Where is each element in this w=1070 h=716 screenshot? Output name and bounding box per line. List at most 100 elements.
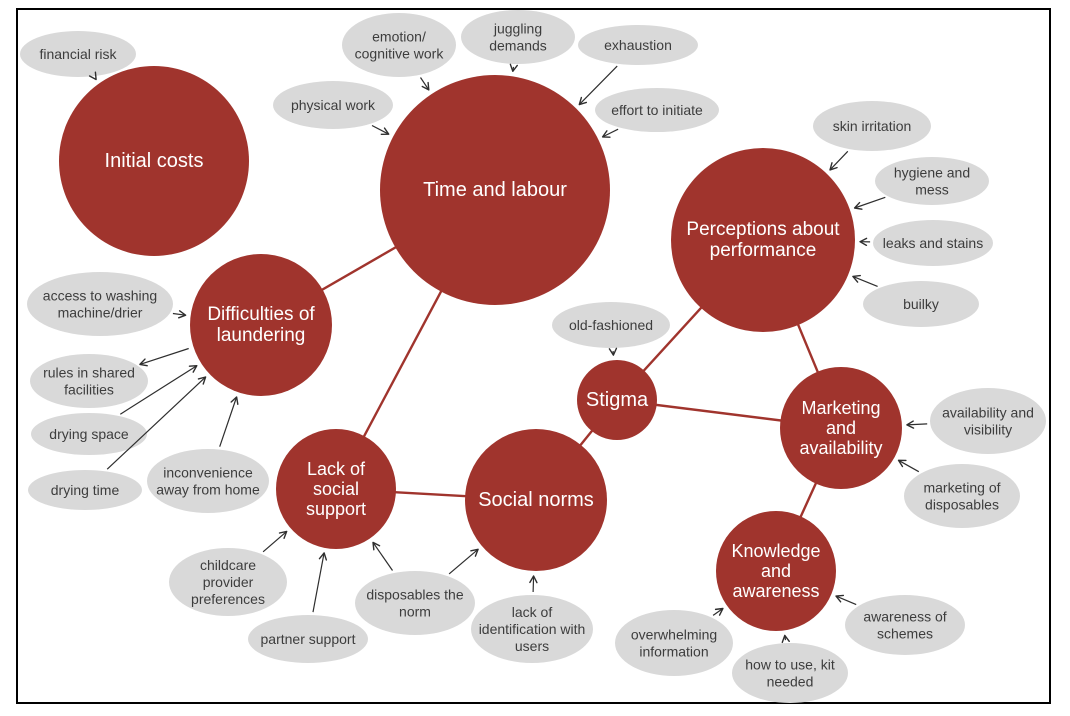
arrow-juggling-demands--time-and-labour <box>509 63 518 73</box>
satellite-ellipse-childcare-provider-preferences <box>169 548 287 616</box>
satellite-leaks-and-stains: leaks and stains <box>873 220 993 266</box>
arrow-skin-irritation--perceptions-about-performance <box>829 150 849 171</box>
satellite-exhaustion: exhaustion <box>578 25 698 65</box>
satellite-label-skin-irritation: skin irritation <box>833 118 912 134</box>
arrow-drying-space--difficulties-of-laundering <box>119 365 198 415</box>
satellite-builky: builky <box>863 281 979 327</box>
satellite-label-financial-risk: financial risk <box>39 46 117 62</box>
satellite-label-leaks-and-stains: leaks and stains <box>883 235 983 251</box>
main-circle-marketing-and-availability <box>780 367 902 489</box>
satellite-ellipse-emotion-cognitive-work <box>342 13 456 77</box>
main-label-social-norms: Social norms <box>478 489 594 511</box>
satellite-ellipse-financial-risk <box>20 31 136 77</box>
satellite-label-emotion-cognitive-work: emotion/cognitive work <box>355 29 445 62</box>
satellite-ellipse-rules-in-shared-facilities <box>30 354 148 408</box>
satellite-ellipse-effort-to-initiate <box>595 88 719 132</box>
arrow-inconvenience-away-from-home--difficulties-of-laundering <box>219 396 239 447</box>
arrow-exhaustion--time-and-labour <box>578 65 618 106</box>
arrow-effort-to-initiate--time-and-labour <box>601 128 619 138</box>
satellite-ellipse-old-fashioned <box>552 302 670 348</box>
satellite-ellipse-awareness-of-schemes <box>845 595 965 655</box>
satellite-label-effort-to-initiate: effort to initiate <box>611 102 703 118</box>
main-circle-initial-costs <box>59 66 249 256</box>
satellite-ellipse-how-to-use-kit-needed <box>732 643 848 703</box>
satellite-ellipse-physical-work <box>273 81 393 129</box>
main-circle-time-and-labour <box>380 75 610 305</box>
main-circle-lack-of-social-support <box>276 429 396 549</box>
main-circle-social-norms <box>465 429 607 571</box>
satellite-label-physical-work: physical work <box>291 97 376 113</box>
arrow-disposables-the-norm--lack-of-social-support <box>372 541 393 571</box>
satellite-label-old-fashioned: old-fashioned <box>569 317 653 333</box>
satellite-ellipse-availability-and-visibility <box>930 388 1046 454</box>
satellite-effort-to-initiate: effort to initiate <box>595 88 719 132</box>
satellite-drying-space: drying space <box>31 413 147 455</box>
satellite-ellipse-access-to-washing-machine-drier <box>27 272 173 336</box>
main-node-initial-costs: Initial costs <box>59 66 249 256</box>
arrow-awareness-of-schemes--knowledge-and-awareness <box>835 594 857 606</box>
satellite-ellipse-skin-irritation <box>813 101 931 151</box>
arrow-builky--perceptions-about-performance <box>852 274 878 287</box>
arrow-access-to-washing-machine-drier--difficulties-of-laundering <box>172 310 187 319</box>
arrow-emotion-cognitive-work--time-and-labour <box>420 77 430 91</box>
satellite-emotion-cognitive-work: emotion/cognitive work <box>342 13 456 77</box>
satellite-financial-risk: financial risk <box>20 31 136 77</box>
satellite-ellipse-drying-space <box>31 413 147 455</box>
satellite-ellipse-disposables-the-norm <box>355 571 475 635</box>
arrow-marketing-of-disposables--marketing-and-availability <box>897 459 920 473</box>
main-node-stigma: Stigma <box>577 360 657 440</box>
arrow-drying-time--difficulties-of-laundering <box>106 376 207 470</box>
arrow-overwhelming-information--knowledge-and-awareness <box>712 607 724 616</box>
satellite-label-partner-support: partner support <box>261 631 356 647</box>
satellite-ellipse-partner-support <box>248 615 368 663</box>
main-node-social-norms: Social norms <box>465 429 607 571</box>
satellite-ellipse-exhaustion <box>578 25 698 65</box>
satellite-old-fashioned: old-fashioned <box>552 302 670 348</box>
arrow-how-to-use-kit-needed--knowledge-and-awareness <box>781 634 790 644</box>
arrows-layer <box>88 63 928 644</box>
arrow-financial-risk--initial-costs <box>88 71 97 81</box>
main-circle-knowledge-and-awareness <box>716 511 836 631</box>
satellite-label-drying-space: drying space <box>49 426 129 442</box>
satellite-drying-time: drying time <box>28 470 142 510</box>
main-label-stigma: Stigma <box>586 389 649 411</box>
arrow-rules-in-shared-facilities--difficulties-of-laundering <box>139 347 189 367</box>
main-circle-stigma <box>577 360 657 440</box>
arrow-physical-work--time-and-labour <box>371 124 390 136</box>
satellite-ellipse-lack-of-identification-with-users <box>471 595 593 663</box>
arrow-disposables-the-norm--social-norms <box>448 548 479 575</box>
satellite-ellipse-hygiene-and-mess <box>875 157 989 205</box>
